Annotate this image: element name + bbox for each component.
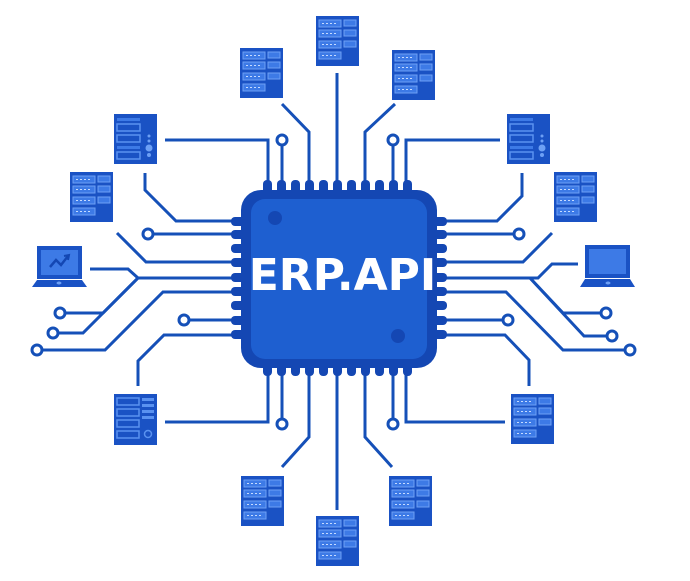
server-bottom-right bbox=[388, 475, 433, 527]
server-bottom bbox=[315, 515, 360, 567]
server-top bbox=[315, 15, 360, 67]
server-bottom-left bbox=[240, 475, 285, 527]
chip-label: ERP.API bbox=[248, 250, 437, 301]
server-top-right bbox=[391, 49, 436, 101]
terminal-pads bbox=[30, 133, 637, 431]
erp-api-chip bbox=[231, 180, 447, 376]
laptop-left bbox=[32, 246, 87, 287]
server-lower-right bbox=[510, 393, 555, 445]
chart-icon bbox=[49, 253, 71, 268]
server-right bbox=[553, 171, 598, 223]
server-left bbox=[69, 171, 114, 223]
laptop-right bbox=[580, 245, 635, 287]
server-top-left bbox=[239, 47, 284, 99]
tower-upper-left bbox=[113, 113, 158, 165]
tower-upper-right bbox=[506, 113, 551, 165]
tower-lower-left bbox=[114, 394, 157, 445]
